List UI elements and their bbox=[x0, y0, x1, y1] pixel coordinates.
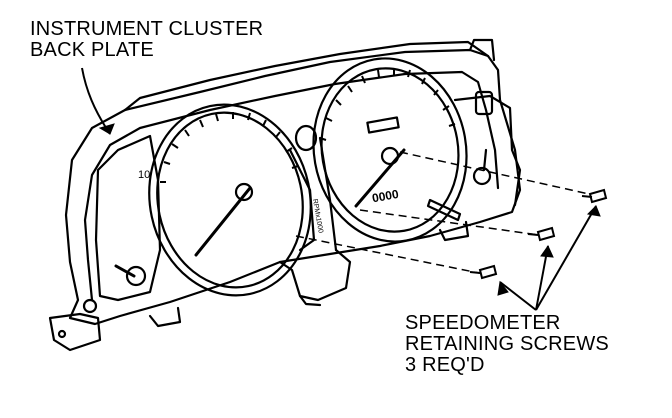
retaining-screw-3 bbox=[469, 264, 498, 280]
bottom-center-bracket bbox=[298, 294, 322, 307]
speedometer-window bbox=[366, 116, 400, 134]
tachometer-hub bbox=[234, 182, 254, 202]
speedometer-tick-marks bbox=[319, 68, 456, 141]
arrowhead-icon bbox=[497, 280, 509, 296]
retaining-screw-1 bbox=[581, 188, 608, 204]
retaining-screws-callout: SPEEDOMETER RETAINING SCREWS 3 REQ'D bbox=[405, 313, 609, 376]
trip-reset-stem bbox=[426, 198, 462, 222]
tachometer-face bbox=[156, 111, 304, 289]
temp-gauge-needle bbox=[482, 148, 488, 172]
screw-leader-line bbox=[499, 281, 537, 311]
left-mounting-tab bbox=[48, 312, 102, 352]
left-gauge-panel bbox=[94, 134, 162, 302]
arrowhead-icon bbox=[586, 205, 601, 217]
arrowhead-icon bbox=[540, 244, 554, 258]
callout-line: RETAINING SCREWS bbox=[405, 333, 609, 355]
cluster-housing bbox=[64, 48, 522, 326]
screw-leader-line bbox=[535, 205, 597, 311]
right-mounting-tab bbox=[468, 38, 496, 62]
screw-alignment-line bbox=[359, 209, 547, 237]
right-mounting-slot bbox=[474, 90, 494, 116]
callout-line: INSTRUMENT CLUSTER bbox=[30, 18, 264, 40]
callout-line: 3 REQ'D bbox=[405, 354, 485, 376]
odometer-display: 0000 bbox=[371, 187, 400, 205]
tachometer-bezel bbox=[148, 103, 312, 297]
center-gauge-column bbox=[288, 148, 316, 252]
tachometer-needle bbox=[194, 186, 252, 257]
screw-alignment-line bbox=[399, 151, 599, 197]
speedometer-bezel bbox=[312, 57, 468, 243]
left-gauge-marking: 10 bbox=[138, 169, 150, 181]
speedometer-hub bbox=[380, 146, 400, 166]
center-gauge-column bbox=[318, 136, 338, 252]
center-indicator-pod bbox=[294, 124, 318, 152]
back-plate-callout: INSTRUMENT CLUSTER BACK PLATE bbox=[30, 19, 263, 61]
fuel-gauge-needle bbox=[114, 264, 136, 278]
housing-top-ridge bbox=[123, 40, 490, 112]
tachometer-tick-marks bbox=[160, 112, 299, 183]
callout-line: SPEEDOMETER bbox=[405, 312, 561, 334]
speedometer-needle bbox=[354, 148, 406, 208]
left-mounting-hole bbox=[82, 298, 98, 314]
screw-alignment-line bbox=[295, 235, 485, 275]
back-plate-leader-line bbox=[81, 67, 111, 135]
fuel-gauge-hub bbox=[125, 265, 147, 287]
right-side-panel bbox=[453, 94, 522, 207]
bottom-right-bracket bbox=[438, 220, 470, 242]
cluster-housing-inner-rim bbox=[83, 70, 500, 302]
bottom-center-bracket bbox=[278, 248, 352, 302]
arrowhead-icon bbox=[98, 123, 115, 135]
bottom-left-bracket bbox=[148, 306, 182, 328]
callout-line: BACK PLATE bbox=[30, 39, 154, 61]
temp-gauge-hub bbox=[472, 166, 492, 186]
retaining-screw-2 bbox=[527, 226, 556, 242]
left-mounting-hole bbox=[57, 329, 67, 339]
